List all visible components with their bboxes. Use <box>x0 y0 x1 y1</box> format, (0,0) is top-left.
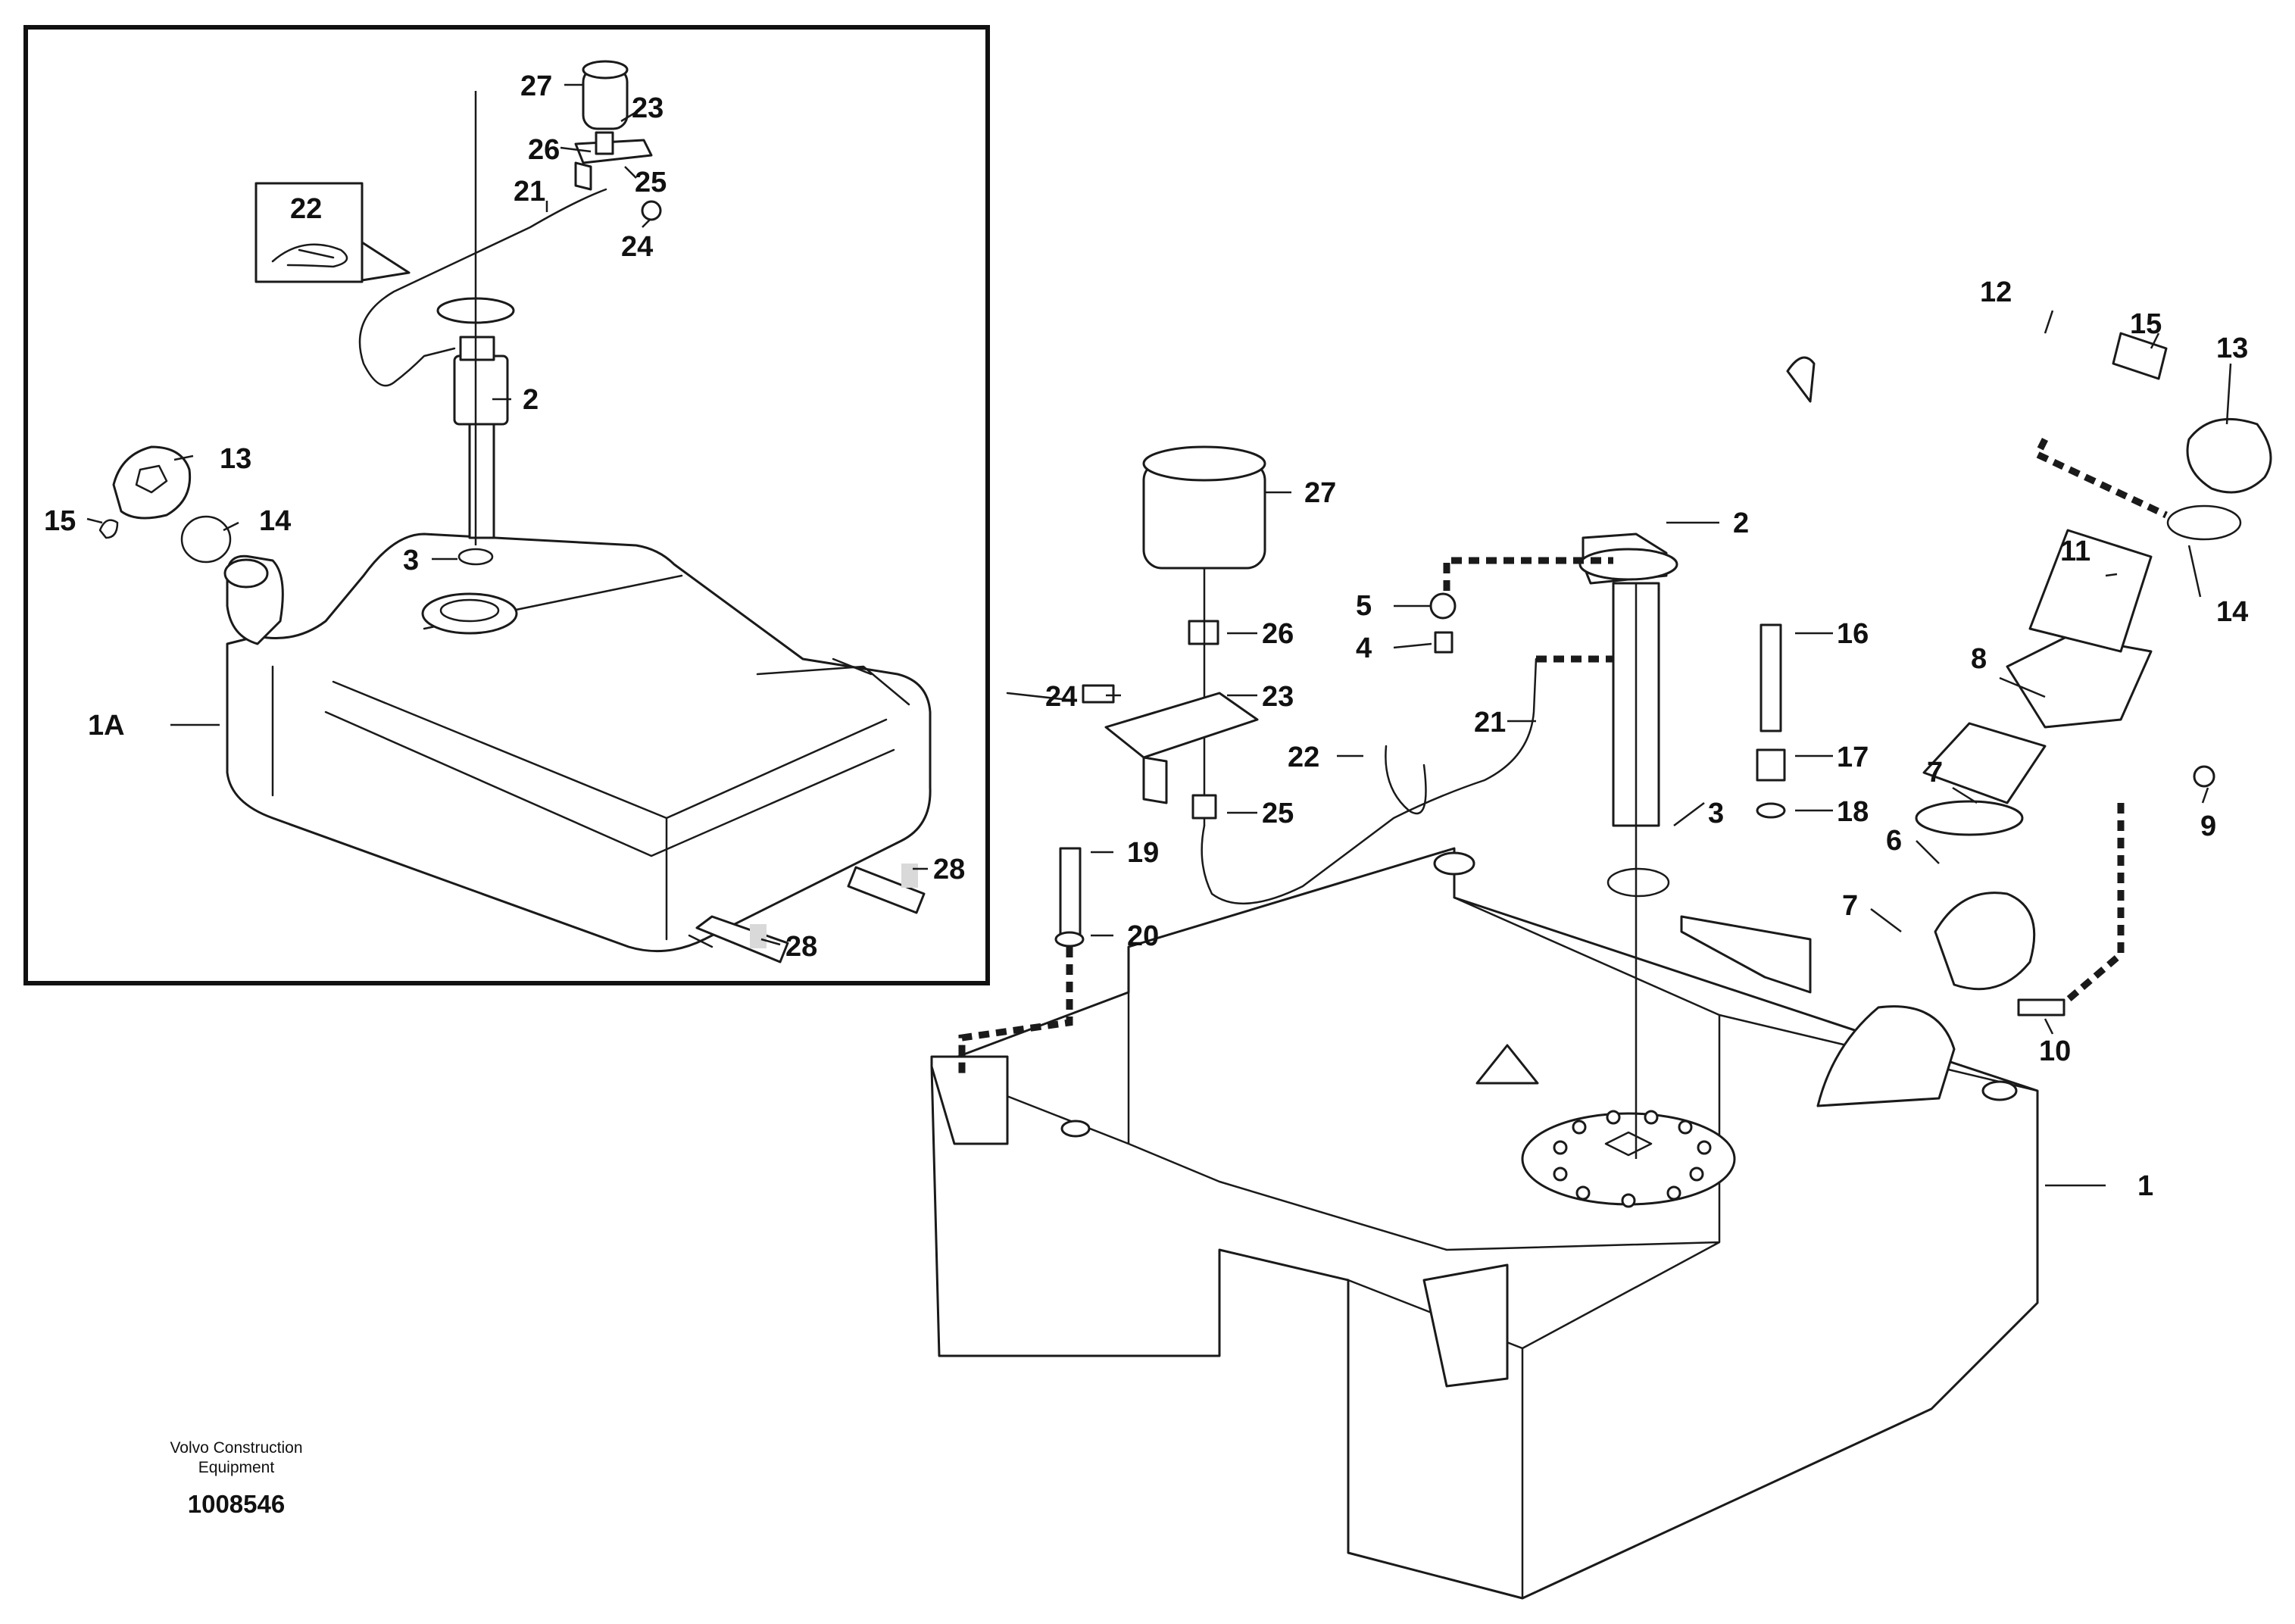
inset-callout-1A: 1A <box>88 710 125 742</box>
inset-tank-straps <box>688 934 713 948</box>
main-fasteners <box>1054 592 2215 1017</box>
callout-5: 5 <box>1356 590 1372 622</box>
inset-callout-22: 22 <box>290 193 322 225</box>
callout-9: 9 <box>2200 810 2216 842</box>
callout-12: 12 <box>1980 276 2012 308</box>
inset-filler-cap <box>98 445 232 564</box>
main-fuel-tank <box>930 847 2039 1600</box>
inset-callout-14: 14 <box>259 505 291 537</box>
main-filler-neck-assembly <box>1786 332 2272 991</box>
callout-14: 14 <box>2216 596 2248 628</box>
callout-23: 23 <box>1262 681 1294 713</box>
callout-19: 19 <box>1127 837 1159 869</box>
callout-6: 6 <box>1886 825 1902 857</box>
inset-fuel-level-sender <box>436 91 515 566</box>
callout-4: 4 <box>1356 632 1372 664</box>
inset-callout-28-lower: 28 <box>785 931 817 963</box>
callout-7-lower: 7 <box>1842 890 1858 922</box>
callout-8: 8 <box>1971 643 1987 675</box>
callout-22: 22 <box>1288 742 1319 773</box>
inset-callout-28-upper: 28 <box>933 854 965 885</box>
inset-callout-23: 23 <box>632 92 664 124</box>
main-fuel-level-sender <box>1578 532 1678 1159</box>
main-leader-lines <box>1091 310 2232 1187</box>
callout-25: 25 <box>1262 798 1294 829</box>
callout-15: 15 <box>2130 308 2162 340</box>
callout-17: 17 <box>1837 742 1869 773</box>
inset-filter-bracket <box>358 60 662 387</box>
inset-callout-3: 3 <box>403 545 419 576</box>
inset-clamp-detail-box <box>254 182 411 283</box>
inset-detail-view: 27 23 26 25 21 24 22 2 13 15 14 3 1A 28 … <box>23 25 990 985</box>
inset-callout-2: 2 <box>523 384 539 416</box>
inset-callout-24: 24 <box>621 231 653 263</box>
callout-18: 18 <box>1837 796 1869 828</box>
callout-7-upper: 7 <box>1927 757 1943 789</box>
callout-16: 16 <box>1837 618 1869 650</box>
inset-callout-27: 27 <box>520 70 552 102</box>
callout-3: 3 <box>1708 798 1724 829</box>
callout-10: 10 <box>2039 1035 2071 1067</box>
brand-line-2: Equipment <box>198 1459 275 1476</box>
main-tank-flange-bolts <box>1553 1110 1712 1208</box>
inset-callout-13: 13 <box>220 443 251 475</box>
brand-line-1: Volvo Construction <box>170 1439 302 1457</box>
footer-brand-block: Volvo Construction Equipment 1008546 <box>170 1439 302 1518</box>
callout-26: 26 <box>1262 618 1294 650</box>
inset-frame <box>23 25 990 985</box>
inset-callouts: 27 23 26 25 21 24 22 2 13 15 14 3 1A 28 … <box>44 70 965 963</box>
callout-20: 20 <box>1127 920 1159 952</box>
callout-27: 27 <box>1304 477 1336 509</box>
callout-24: 24 <box>1045 681 1077 713</box>
inset-fuel-tank <box>223 532 932 963</box>
main-assembly-dashes <box>958 437 2168 1076</box>
main-filter-bracket <box>1006 445 1538 905</box>
main-callouts: 12 15 13 27 2 11 5 4 26 16 14 8 24 23 21… <box>1045 276 2248 1202</box>
inset-callout-21: 21 <box>514 176 545 208</box>
document-number: 1008546 <box>188 1490 285 1518</box>
callout-11: 11 <box>2060 536 2090 567</box>
callout-13: 13 <box>2216 333 2248 364</box>
callout-21: 21 <box>1474 707 1506 739</box>
callout-1: 1 <box>2137 1170 2153 1202</box>
inset-callout-26: 26 <box>528 134 560 166</box>
inset-callout-15: 15 <box>44 505 76 537</box>
inset-callout-25: 25 <box>635 167 667 198</box>
main-exploded-view: 12 15 13 27 2 11 5 4 26 16 14 8 24 23 21… <box>930 276 2272 1600</box>
callout-2: 2 <box>1733 508 1749 539</box>
inset-leader-lines <box>86 83 928 946</box>
